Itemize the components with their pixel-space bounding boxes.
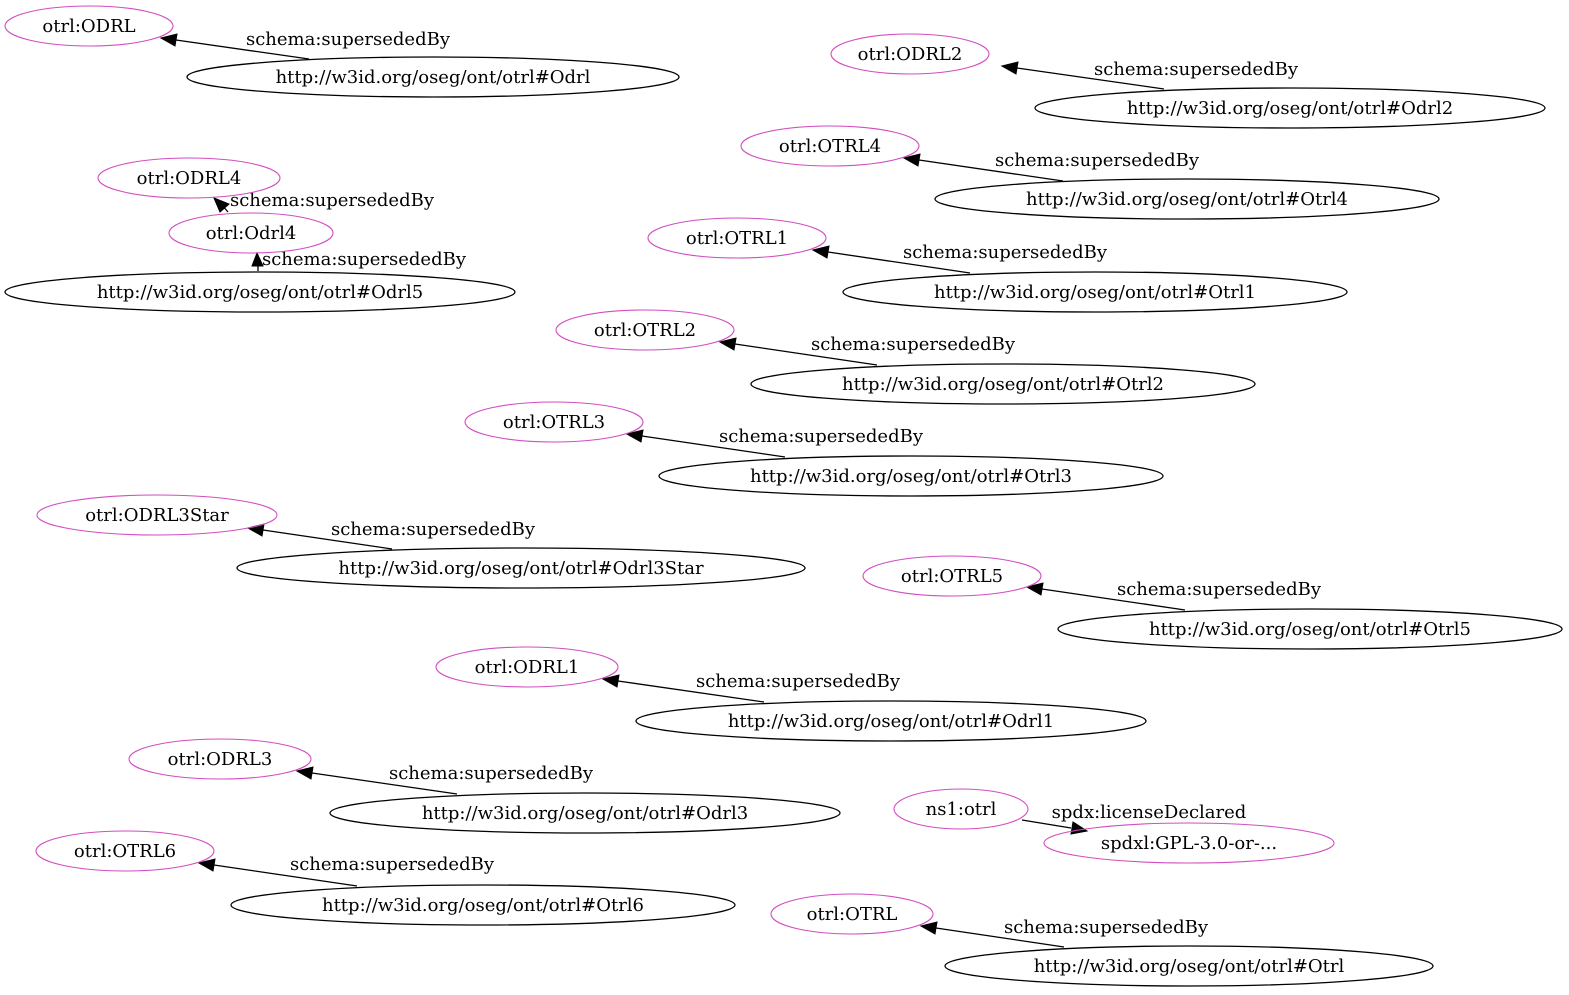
node-odrl2: otrl:ODRL2 [830, 33, 990, 75]
svg-text:otrl:Odrl4: otrl:Odrl4 [206, 223, 297, 244]
edge-label: spdx:licenseDeclared [1052, 802, 1247, 823]
edge-license-declared: spdx:licenseDeclared [1021, 802, 1247, 835]
node-otrl2-uri: http://w3id.org/oseg/ont/otrl#Otrl2 [750, 363, 1256, 405]
edge-odrl2: schema:supersededBy [1000, 59, 1299, 90]
svg-text:http://w3id.org/oseg/ont/otrl#: http://w3id.org/oseg/ont/otrl#Otrl2 [842, 374, 1164, 395]
edge-odrl1: schema:supersededBy [601, 671, 901, 703]
svg-text:otrl:ODRL2: otrl:ODRL2 [858, 44, 963, 65]
node-odrl-uri: http://w3id.org/oseg/ont/otrl#Odrl [186, 56, 680, 98]
node-gpl-license: spdxl:GPL-3.0-or-... [1043, 822, 1335, 864]
edge-label: schema:supersededBy [696, 671, 901, 692]
node-odrl3star-uri: http://w3id.org/oseg/ont/otrl#Odrl3Star [236, 547, 806, 589]
edge-otrl5: schema:supersededBy [1025, 579, 1322, 611]
edge-label: schema:supersededBy [331, 519, 536, 540]
node-otrl5-uri: http://w3id.org/oseg/ont/otrl#Otrl5 [1057, 608, 1563, 650]
node-odrl1: otrl:ODRL1 [435, 646, 619, 688]
node-odrl5-uri: http://w3id.org/oseg/ont/otrl#Odrl5 [4, 271, 516, 313]
edge-odrl4: schema:supersededBy [213, 190, 435, 213]
edge-label: schema:supersededBy [995, 150, 1200, 171]
edge-label: schema:supersededBy [389, 763, 594, 784]
svg-text:http://w3id.org/oseg/ont/otrl#: http://w3id.org/oseg/ont/otrl#Otrl5 [1149, 619, 1471, 640]
node-otrl3-uri: http://w3id.org/oseg/ont/otrl#Otrl3 [658, 455, 1164, 497]
edge-odrl3: schema:supersededBy [295, 763, 594, 795]
svg-text:otrl:ODRL1: otrl:ODRL1 [475, 657, 580, 678]
svg-text:otrl:OTRL4: otrl:OTRL4 [779, 136, 881, 157]
node-otrl5: otrl:OTRL5 [862, 555, 1042, 597]
node-otrl1: otrl:OTRL1 [647, 217, 827, 259]
svg-text:otrl:OTRL1: otrl:OTRL1 [686, 228, 788, 249]
node-odrl4-lower: otrl:Odrl4 [168, 212, 334, 254]
svg-text:spdxl:GPL-3.0-or-...: spdxl:GPL-3.0-or-... [1101, 833, 1277, 854]
svg-text:otrl:ODRL: otrl:ODRL [42, 16, 135, 37]
edge-label: schema:supersededBy [1094, 59, 1299, 80]
svg-text:http://w3id.org/oseg/ont/otrl#: http://w3id.org/oseg/ont/otrl#Otrl3 [750, 466, 1072, 487]
svg-text:http://w3id.org/oseg/ont/otrl#: http://w3id.org/oseg/ont/otrl#Odrl [276, 67, 591, 88]
edge-label: schema:supersededBy [719, 426, 924, 447]
svg-text:http://w3id.org/oseg/ont/otrl#: http://w3id.org/oseg/ont/otrl#Otrl1 [934, 282, 1256, 303]
svg-text:otrl:OTRL6: otrl:OTRL6 [74, 841, 176, 862]
svg-text:otrl:ODRL3Star: otrl:ODRL3Star [85, 505, 229, 526]
svg-text:http://w3id.org/oseg/ont/otrl#: http://w3id.org/oseg/ont/otrl#Otrl6 [322, 895, 644, 916]
node-odrl2-uri: http://w3id.org/oseg/ont/otrl#Odrl2 [1034, 87, 1546, 129]
edge-otrl: schema:supersededBy [919, 917, 1209, 948]
svg-text:otrl:OTRL: otrl:OTRL [807, 904, 898, 925]
svg-text:http://w3id.org/oseg/ont/otrl#: http://w3id.org/oseg/ont/otrl#Odrl3Star [338, 558, 704, 579]
svg-text:http://w3id.org/oseg/ont/otrl#: http://w3id.org/oseg/ont/otrl#Otrl4 [1026, 189, 1348, 210]
svg-text:ns1:otrl: ns1:otrl [926, 799, 997, 820]
node-odrl4: otrl:ODRL4 [97, 157, 281, 199]
svg-text:otrl:OTRL3: otrl:OTRL3 [503, 412, 605, 433]
edge-otrl4: schema:supersededBy [902, 150, 1200, 182]
node-ns1-otrl: ns1:otrl [893, 788, 1029, 830]
node-otrl4-uri: http://w3id.org/oseg/ont/otrl#Otrl4 [934, 178, 1440, 220]
edge-label: schema:supersededBy [1117, 579, 1322, 600]
edge-label: schema:supersededBy [290, 854, 495, 875]
node-odrl1-uri: http://w3id.org/oseg/ont/otrl#Odrl1 [635, 700, 1147, 742]
svg-text:otrl:OTRL5: otrl:OTRL5 [901, 566, 1003, 587]
edge-label: schema:supersededBy [903, 242, 1108, 263]
edge-odrl4b: schema:supersededBy [251, 249, 467, 271]
edge-odrl3star: schema:supersededBy [246, 519, 536, 550]
node-otrl6: otrl:OTRL6 [35, 830, 215, 872]
edge-label: schema:supersededBy [262, 249, 467, 270]
node-odrl3: otrl:ODRL3 [128, 738, 312, 780]
svg-text:otrl:ODRL4: otrl:ODRL4 [137, 168, 242, 189]
node-otrl6-uri: http://w3id.org/oseg/ont/otrl#Otrl6 [230, 884, 736, 926]
node-otrl2: otrl:OTRL2 [555, 309, 735, 351]
node-odrl: otrl:ODRL [4, 5, 174, 47]
node-otrl-uri: http://w3id.org/oseg/ont/otrl#Otrl [944, 945, 1434, 987]
node-otrl4: otrl:OTRL4 [740, 125, 920, 167]
node-otrl1-uri: http://w3id.org/oseg/ont/otrl#Otrl1 [842, 271, 1348, 313]
edge-label: schema:supersededBy [246, 29, 451, 50]
node-otrl3: otrl:OTRL3 [464, 401, 644, 443]
node-otrl: otrl:OTRL [770, 893, 934, 935]
svg-text:otrl:OTRL2: otrl:OTRL2 [594, 320, 696, 341]
edge-otrl1: schema:supersededBy [811, 242, 1108, 274]
edge-label: schema:supersededBy [811, 334, 1016, 355]
node-odrl3-uri: http://w3id.org/oseg/ont/otrl#Odrl3 [329, 792, 841, 834]
edge-label: schema:supersededBy [230, 190, 435, 211]
edge-label: schema:supersededBy [1004, 917, 1209, 938]
svg-text:http://w3id.org/oseg/ont/otrl#: http://w3id.org/oseg/ont/otrl#Odrl2 [1127, 98, 1453, 119]
svg-text:otrl:ODRL3: otrl:ODRL3 [168, 749, 273, 770]
edge-otrl3: schema:supersededBy [625, 426, 924, 458]
svg-text:http://w3id.org/oseg/ont/otrl#: http://w3id.org/oseg/ont/otrl#Otrl [1034, 956, 1345, 977]
edge-otrl2: schema:supersededBy [718, 334, 1016, 366]
svg-text:http://w3id.org/oseg/ont/otrl#: http://w3id.org/oseg/ont/otrl#Odrl1 [728, 711, 1054, 732]
node-odrl3star: otrl:ODRL3Star [36, 494, 278, 536]
svg-text:http://w3id.org/oseg/ont/otrl#: http://w3id.org/oseg/ont/otrl#Odrl5 [97, 282, 423, 303]
edge-odrl: schema:supersededBy [159, 29, 451, 60]
svg-text:http://w3id.org/oseg/ont/otrl#: http://w3id.org/oseg/ont/otrl#Odrl3 [422, 803, 748, 824]
edge-otrl6: schema:supersededBy [197, 854, 495, 887]
